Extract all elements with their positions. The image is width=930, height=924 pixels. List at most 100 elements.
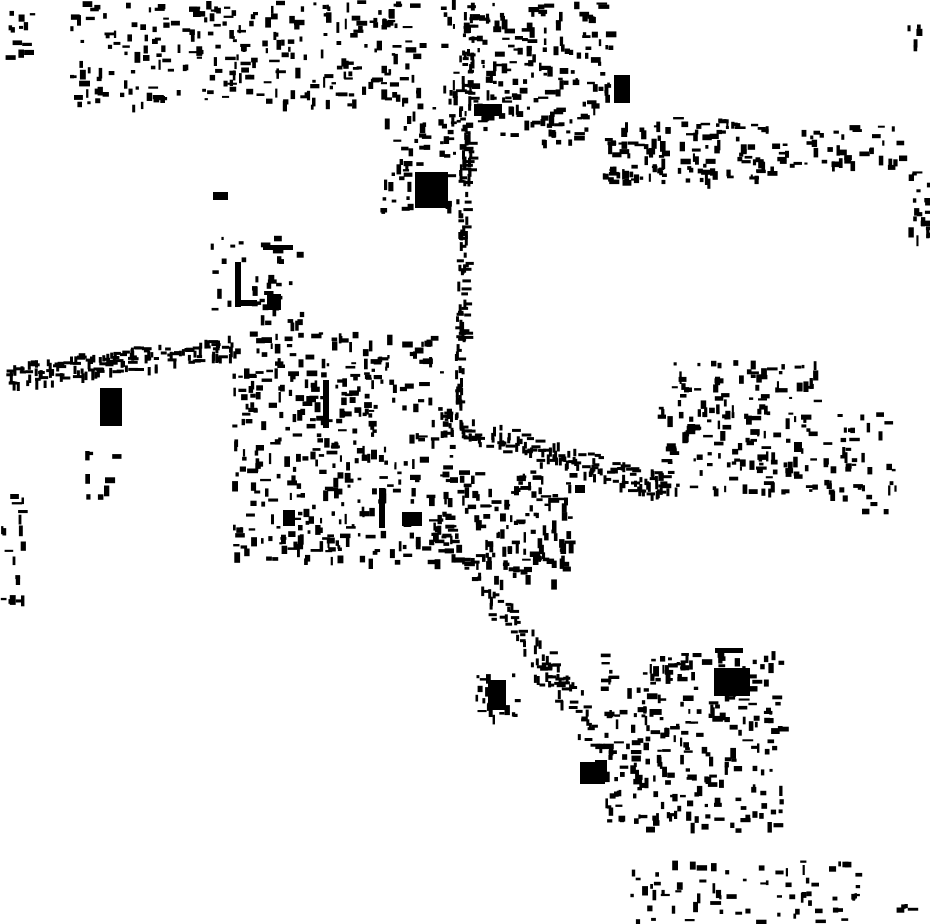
- building: [541, 139, 546, 146]
- building: [456, 348, 462, 352]
- building: [465, 335, 474, 339]
- building: [133, 346, 141, 350]
- building: [452, 91, 458, 98]
- building: [770, 166, 774, 172]
- building: [526, 22, 533, 31]
- building: [465, 134, 468, 138]
- building: [381, 89, 388, 100]
- building: [256, 348, 260, 354]
- building: [290, 517, 302, 520]
- building: [603, 743, 614, 750]
- building: [206, 340, 210, 348]
- building: [627, 153, 631, 159]
- building: [627, 141, 639, 145]
- building: [626, 467, 633, 471]
- building: [742, 716, 746, 725]
- building: [571, 686, 578, 689]
- building: [700, 122, 711, 126]
- building: [447, 206, 452, 214]
- building: [635, 919, 641, 924]
- building: [361, 506, 365, 514]
- building: [406, 196, 410, 200]
- building: [167, 353, 173, 357]
- building: [428, 397, 433, 406]
- building: [652, 815, 657, 821]
- building: [305, 554, 311, 562]
- building: [535, 637, 539, 647]
- building: [276, 473, 281, 479]
- building: [440, 141, 444, 145]
- building: [488, 589, 492, 599]
- building: [368, 558, 373, 569]
- building: [132, 357, 139, 361]
- building: [471, 435, 480, 439]
- building: [663, 475, 672, 479]
- building: [813, 370, 819, 381]
- building: [233, 544, 240, 547]
- building: [735, 797, 742, 802]
- building: [411, 74, 415, 83]
- building: [134, 51, 141, 63]
- building: [674, 487, 678, 497]
- building: [449, 455, 454, 458]
- building: [413, 351, 417, 359]
- building: [639, 484, 643, 491]
- building: [888, 485, 891, 496]
- building: [351, 524, 355, 528]
- building: [479, 17, 490, 21]
- building: [637, 707, 647, 713]
- building: [679, 371, 682, 380]
- building: [18, 14, 25, 22]
- building: [241, 418, 245, 426]
- building: [429, 519, 438, 522]
- building: [661, 150, 670, 157]
- building: [562, 566, 571, 572]
- building: [458, 179, 465, 183]
- building: [689, 416, 694, 422]
- building: [590, 743, 601, 747]
- building: [681, 383, 686, 390]
- building: [532, 558, 539, 565]
- building: [568, 543, 574, 554]
- building: [289, 492, 292, 500]
- building: [190, 6, 201, 10]
- building: [675, 890, 682, 893]
- building: [242, 456, 247, 461]
- building: [362, 349, 369, 357]
- building: [131, 22, 138, 28]
- building: [475, 554, 483, 558]
- building: [667, 772, 675, 778]
- building: [419, 382, 430, 387]
- building: [658, 155, 665, 158]
- building: [507, 546, 513, 552]
- building: [245, 403, 249, 410]
- building: [757, 127, 766, 130]
- building: [608, 675, 620, 679]
- building: [449, 525, 457, 528]
- building: [189, 6, 197, 12]
- building: [389, 379, 395, 385]
- building: [485, 687, 489, 697]
- building: [754, 175, 759, 185]
- building: [769, 768, 773, 772]
- building: [295, 67, 301, 79]
- building: [371, 432, 375, 437]
- building: [130, 70, 136, 74]
- building: [488, 680, 506, 710]
- building: [329, 85, 333, 90]
- building: [373, 375, 382, 380]
- building: [704, 803, 708, 808]
- building: [429, 497, 435, 507]
- building: [665, 674, 671, 684]
- building: [338, 92, 348, 97]
- building: [831, 161, 842, 168]
- building: [269, 59, 280, 63]
- building: [701, 823, 709, 830]
- building: [241, 257, 247, 263]
- building: [802, 865, 805, 875]
- building: [714, 145, 720, 154]
- building: [877, 125, 885, 128]
- building: [10, 494, 19, 499]
- building: [516, 519, 526, 524]
- building: [297, 535, 301, 545]
